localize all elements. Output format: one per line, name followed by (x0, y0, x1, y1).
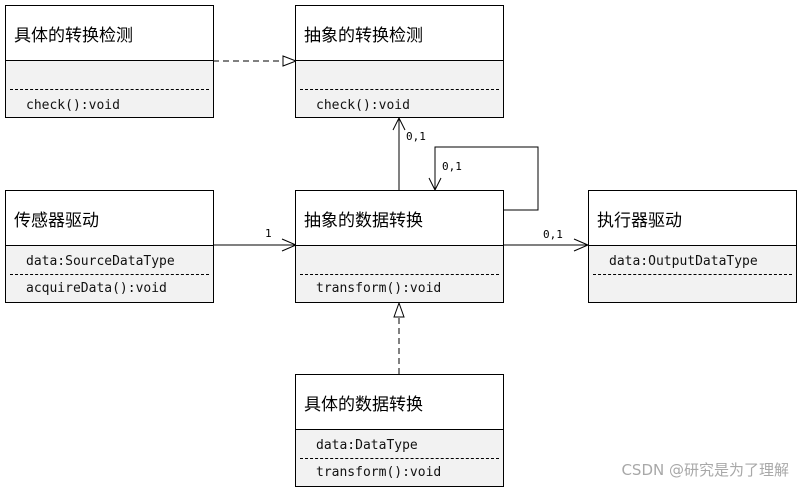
compartment-divider (10, 274, 209, 275)
class-members: check():void (6, 61, 213, 117)
class-members: transform():void (296, 246, 503, 302)
attribute-data: data:SourceDataType (26, 253, 175, 269)
operation-acquire-data: acquireData():void (26, 280, 167, 296)
class-name: 执行器驱动 (589, 191, 796, 246)
association-arrowhead-transform-check (392, 116, 406, 131)
multiplicity-transform-check: 0,1 (406, 130, 426, 143)
compartment-divider (300, 274, 499, 275)
attribute-data: data:OutputDataType (609, 253, 758, 269)
self-association-loop (434, 146, 539, 211)
operation-transform: transform():void (316, 280, 442, 296)
class-abstract-transform: 抽象的数据转换 transform():void (295, 190, 504, 303)
compartment-divider (300, 89, 499, 90)
class-members: data:SourceDataType acquireData():void (6, 246, 213, 302)
class-abstract-check: 抽象的转换检测 check():void (295, 5, 504, 118)
class-name: 抽象的转换检测 (296, 6, 503, 61)
class-concrete-transform: 具体的数据转换 data:DataType transform():void (295, 374, 504, 487)
class-sensor-driver: 传感器驱动 data:SourceDataType acquireData():… (5, 190, 214, 303)
class-name: 具体的数据转换 (296, 375, 503, 430)
class-actuator-driver: 执行器驱动 data:OutputDataType (588, 190, 797, 303)
operation-check: check():void (26, 97, 120, 113)
class-name: 传感器驱动 (6, 191, 213, 246)
realization-arrowhead-check (282, 55, 298, 67)
csdn-watermark: CSDN @研究是为了理解 (621, 461, 789, 479)
class-members: data:DataType transform():void (296, 430, 503, 486)
operation-check: check():void (316, 97, 410, 113)
multiplicity-sensor-transform: 1 (265, 227, 272, 240)
class-members: data:OutputDataType (589, 246, 796, 302)
compartment-divider (593, 274, 792, 275)
compartment-divider (10, 89, 209, 90)
class-concrete-check: 具体的转换检测 check():void (5, 5, 214, 118)
multiplicity-self-loop: 0,1 (442, 160, 462, 173)
compartment-divider (300, 458, 499, 459)
class-members: check():void (296, 61, 503, 117)
class-name: 抽象的数据转换 (296, 191, 503, 246)
operation-transform: transform():void (316, 464, 442, 480)
attribute-data: data:DataType (316, 437, 418, 453)
class-name: 具体的转换检测 (6, 6, 213, 61)
realization-arrowhead-transform (393, 301, 405, 318)
multiplicity-transform-actuator: 0,1 (543, 228, 563, 241)
